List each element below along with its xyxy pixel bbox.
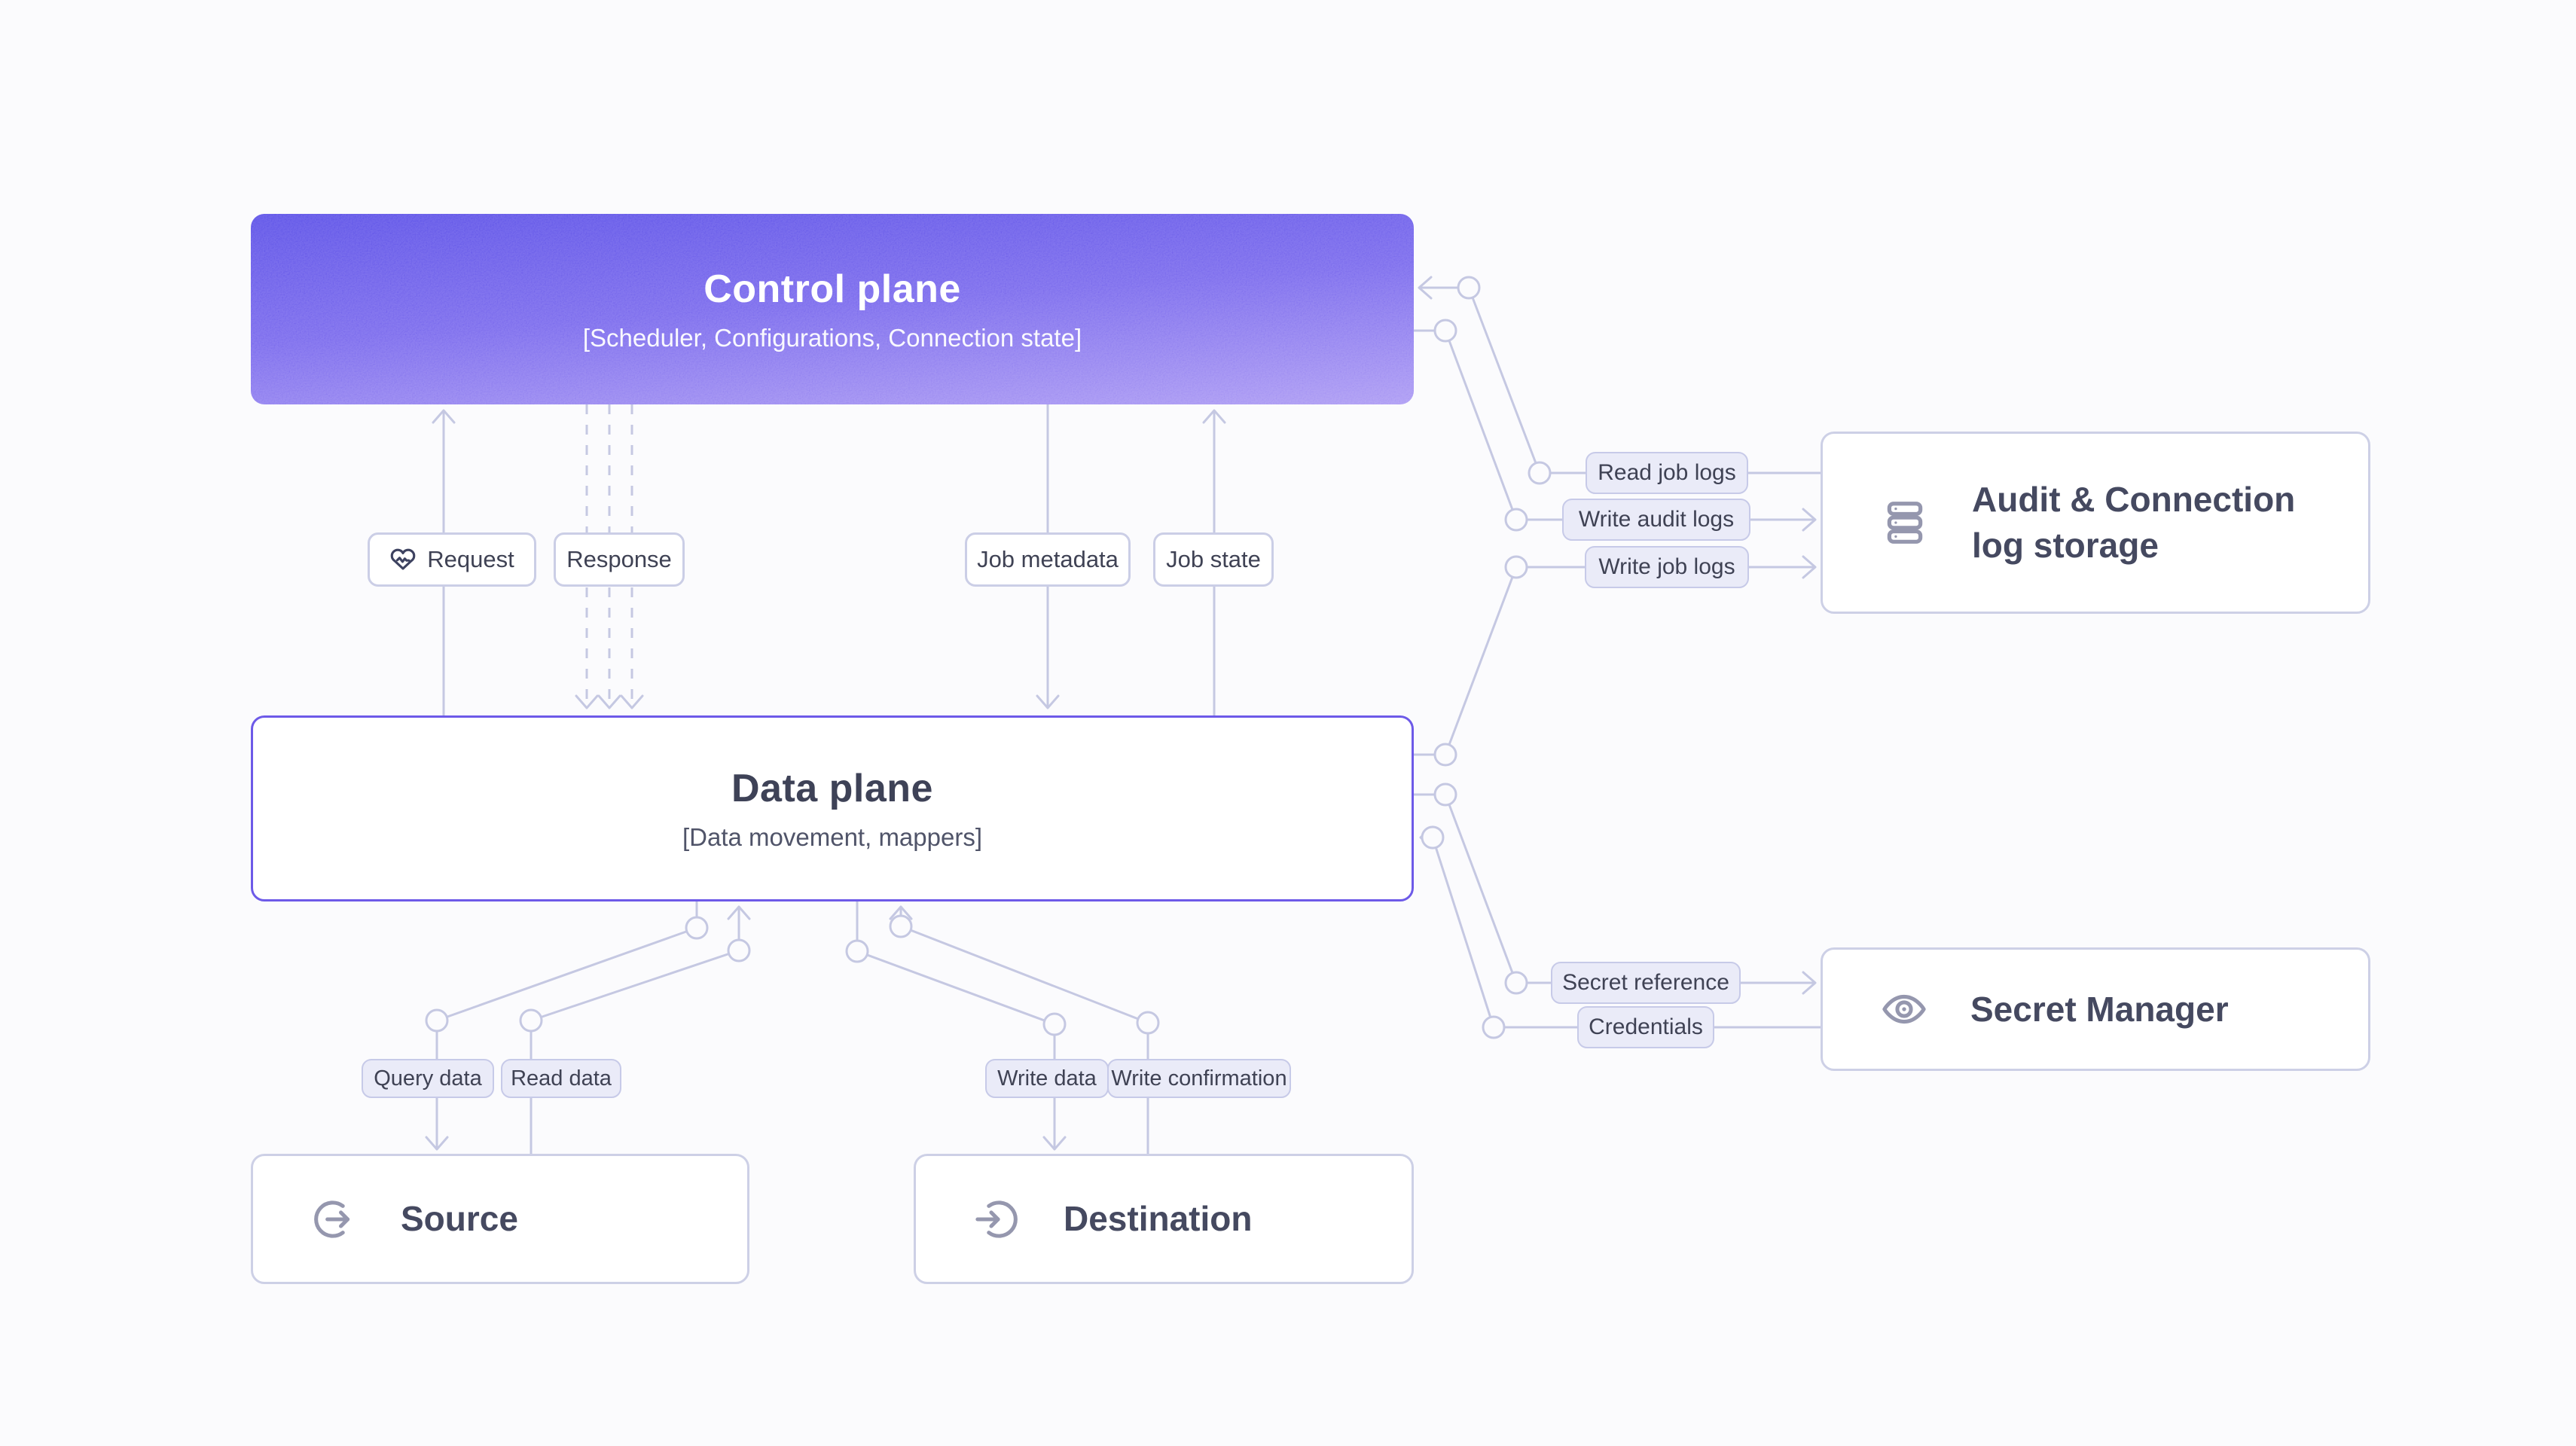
edge-label-write-job-logs: Write job logs bbox=[1585, 546, 1749, 588]
edge-label-write-audit-logs: Write audit logs bbox=[1562, 499, 1750, 541]
edge-label-job-state: Job state bbox=[1153, 532, 1274, 587]
edge-label-read-job-logs: Read job logs bbox=[1586, 452, 1748, 494]
edge-label-read-data: Read data bbox=[501, 1059, 621, 1098]
control-plane-node: Control plane [Scheduler, Configurations… bbox=[251, 214, 1414, 404]
import-circle-arrow-icon bbox=[973, 1195, 1021, 1243]
edge-label-job-metadata: Job metadata bbox=[965, 532, 1131, 587]
edge-label-write-confirmation-text: Write confirmation bbox=[1111, 1066, 1287, 1091]
edge-label-request: Request bbox=[368, 532, 536, 587]
data-plane-node: Data plane [Data movement, mappers] bbox=[251, 715, 1414, 901]
secret-manager-label: Secret Manager bbox=[1970, 989, 2229, 1029]
destination-label: Destination bbox=[1064, 1199, 1253, 1239]
data-plane-subtitle: [Data movement, mappers] bbox=[682, 822, 982, 851]
data-plane-title: Data plane bbox=[731, 766, 933, 810]
edge-label-write-job-logs-text: Write job logs bbox=[1598, 554, 1735, 579]
edge-label-write-audit-logs-text: Write audit logs bbox=[1578, 507, 1735, 532]
edge-label-job-state-text: Job state bbox=[1166, 546, 1261, 572]
server-stack-icon bbox=[1880, 498, 1930, 548]
heart-pulse-icon bbox=[389, 546, 417, 573]
edge-label-query-data: Query data bbox=[362, 1059, 494, 1098]
edge-label-request-text: Request bbox=[427, 546, 514, 572]
edge-label-read-data-text: Read data bbox=[511, 1066, 612, 1091]
edge-label-credentials: Credentials bbox=[1577, 1006, 1714, 1048]
edge-label-query-data-text: Query data bbox=[374, 1066, 482, 1091]
edge-label-secret-reference: Secret reference bbox=[1551, 962, 1741, 1004]
export-circle-arrow-icon bbox=[310, 1195, 359, 1243]
edge-label-job-metadata-text: Job metadata bbox=[977, 546, 1119, 572]
edge-label-response: Response bbox=[554, 532, 685, 587]
secret-manager-node: Secret Manager bbox=[1821, 947, 2370, 1071]
source-label: Source bbox=[401, 1199, 518, 1239]
control-plane-title: Control plane bbox=[704, 267, 961, 311]
edge-label-secret-reference-text: Secret reference bbox=[1562, 970, 1729, 995]
edge-label-read-job-logs-text: Read job logs bbox=[1598, 460, 1736, 485]
edge-label-response-text: Response bbox=[566, 546, 672, 572]
source-node: Source bbox=[251, 1154, 749, 1284]
audit-log-storage-label: Audit & Connection log storage bbox=[1972, 480, 2296, 565]
edge-label-credentials-text: Credentials bbox=[1589, 1014, 1703, 1039]
edge-label-write-data-text: Write data bbox=[997, 1066, 1097, 1091]
destination-node: Destination bbox=[914, 1154, 1414, 1284]
audit-log-storage-node: Audit & Connection log storage bbox=[1821, 432, 2370, 614]
eye-icon bbox=[1880, 985, 1928, 1033]
edge-label-write-confirmation: Write confirmation bbox=[1107, 1059, 1291, 1098]
control-plane-subtitle: [Scheduler, Configurations, Connection s… bbox=[582, 323, 1082, 352]
edge-label-write-data: Write data bbox=[985, 1059, 1109, 1098]
